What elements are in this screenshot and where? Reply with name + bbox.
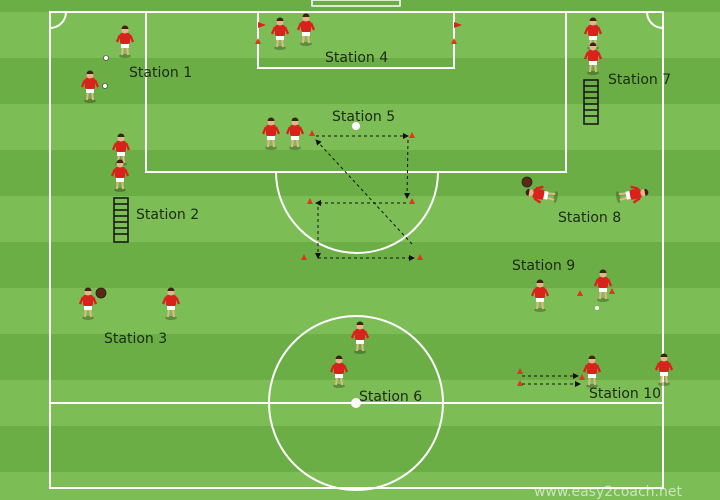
station-9-label: Station 9	[512, 258, 576, 274]
station-10-drill	[517, 368, 585, 387]
station-6-label: Station 6	[359, 389, 423, 405]
station-4-label: Station 4	[325, 50, 389, 66]
station-10-label: Station 10	[589, 386, 662, 402]
station-2-label: Station 2	[136, 207, 200, 223]
station-3-label: Station 3	[104, 331, 168, 347]
watermark: www.easy2coach.net	[533, 484, 682, 500]
flags-station-4	[255, 22, 462, 44]
station-5-label: Station 5	[332, 109, 396, 125]
station-5-drill	[301, 130, 423, 261]
station-1-label: Station 1	[129, 65, 193, 81]
station-8-label: Station 8	[558, 210, 622, 226]
penalty-spot	[352, 122, 360, 130]
players-lying-station-8	[521, 176, 651, 207]
center-spot	[351, 398, 361, 408]
station-7-label: Station 7	[608, 72, 672, 88]
station-9-cones	[577, 288, 615, 310]
balls	[95, 55, 109, 299]
